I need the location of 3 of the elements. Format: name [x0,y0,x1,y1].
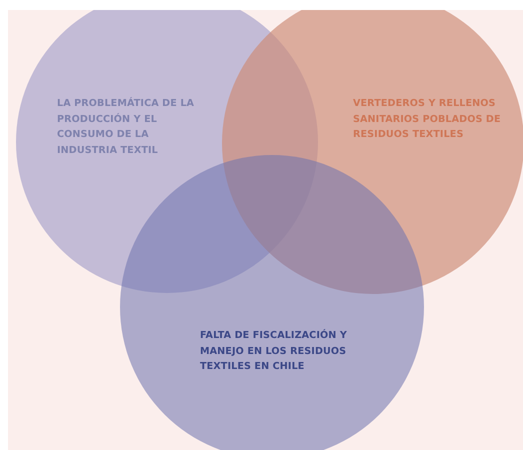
circle-label: VERTEDEROS Y RELLENOS SANITARIOS POBLADOS DE RESIDUOS TEXTILES [353,97,502,142]
circle-label: LA PROBLEMÁTICA DE LA PRODUCCIÓN Y EL CONSUMO DE LA INDUSTRIA TEXTIL [57,96,196,158]
circle-label: FALTA DE FISCALIZACIÓN Y MANEJO EN LOS RESIDUOS TEXTILES EN CHILE [200,328,348,374]
